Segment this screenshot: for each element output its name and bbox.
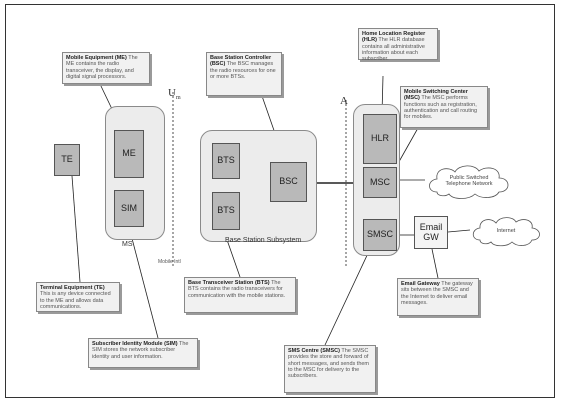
- note-msc-title: Mobile Switching Center (MSC): [404, 89, 468, 102]
- me-node: ME: [114, 130, 144, 178]
- um-label-text: U: [168, 87, 176, 99]
- note-te-body: This is any device connected to the ME a…: [40, 291, 111, 310]
- pointer-email: [431, 248, 439, 279]
- note-hlr: Home Location Register (HLR) The HLR dat…: [358, 28, 438, 63]
- pstn-cloud: Public Switched Telephone Network: [425, 162, 513, 200]
- sim-node: SIM: [114, 190, 144, 227]
- email-gw-node: Email GW: [414, 216, 448, 249]
- te-node: TE: [54, 144, 80, 176]
- note-bts: Base Transceiver Station (BTS) The BTS c…: [184, 277, 296, 313]
- um-label-sub: m: [175, 95, 181, 102]
- note-bts-title: Base Transceiver Station (BTS): [188, 280, 270, 286]
- note-bts-body: The BTS contains the radio transceivers …: [188, 280, 286, 299]
- note-sim: Subscriber Identity Module (SIM) The SIM…: [88, 338, 198, 368]
- note-sim-body: The SIM stores the network subscriber id…: [92, 341, 189, 360]
- note-smsc: SMS Centre (SMSC) The SMSC provides the …: [284, 345, 376, 393]
- internet-cloud: Internet: [470, 214, 542, 248]
- pstn-cloud-shape: [429, 165, 509, 199]
- email-internet-link: [447, 229, 471, 233]
- note-bsc-body: The BSC manages the radio resources for …: [210, 61, 276, 80]
- note-mobile-equipment: Mobile Equipment (ME) The ME contains th…: [62, 52, 150, 84]
- bsc-node: BSC: [270, 162, 307, 202]
- pointer-te: [71, 175, 81, 283]
- note-bsc-title: Base Station Controller (BSC): [210, 55, 272, 68]
- note-smsc-title: SMS Centre (SMSC): [288, 348, 340, 354]
- smsc-node: SMSC: [363, 219, 397, 251]
- bts1-node: BTS: [212, 143, 240, 179]
- bss-label: Base Station Subsystem: [225, 237, 302, 244]
- internet-cloud-shape: [472, 217, 540, 247]
- note-email-title: Email Gateway: [401, 281, 440, 287]
- msc-node: MSC: [363, 167, 397, 198]
- note-email: Email Gateway The gateway sits between t…: [397, 278, 479, 316]
- note-hlr-body: The HLR database contains all administra…: [362, 37, 425, 63]
- note-hlr-title: Home Location Register (HLR): [362, 31, 426, 44]
- mobile-label: Mobile Intl: [158, 259, 181, 265]
- note-te: Terminal Equipment (TE) This is any devi…: [36, 282, 120, 312]
- bts2-node: BTS: [212, 192, 240, 230]
- note-sim-title: Subscriber Identity Module (SIM): [92, 341, 178, 347]
- a-label: A: [340, 95, 348, 107]
- pointer-smsc: [324, 248, 371, 346]
- note-msc: Mobile Switching Center (MSC) The MSC pe…: [400, 86, 488, 128]
- note-email-body: The gateway sits between the SMSC and th…: [401, 281, 473, 306]
- note-te-title: Terminal Equipment (TE): [40, 285, 105, 291]
- pstn-cloud-label: Public Switched Telephone Network: [445, 174, 493, 187]
- note-msc-body: The MSC performs functions such as regis…: [404, 95, 478, 121]
- internet-cloud-label: Internet: [496, 227, 516, 234]
- hlr-node: HLR: [363, 114, 397, 164]
- um-label: Um: [168, 87, 181, 101]
- note-bsc: Base Station Controller (BSC) The BSC ma…: [206, 52, 282, 96]
- note-mobile-equipment-title: Mobile Equipment (ME): [66, 55, 127, 61]
- note-smsc-body: The SMSC provides the store and forward …: [288, 348, 370, 380]
- pointer-sim: [128, 226, 159, 339]
- note-mobile-equipment-body: The ME contains the radio transceiver, t…: [66, 55, 138, 80]
- ms-label: MS: [122, 241, 133, 248]
